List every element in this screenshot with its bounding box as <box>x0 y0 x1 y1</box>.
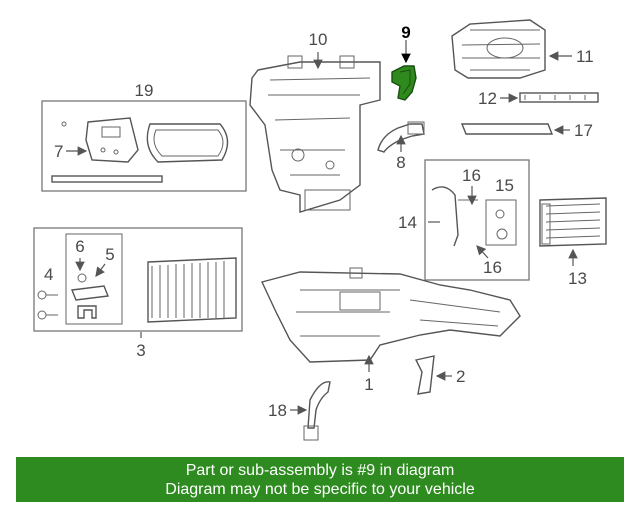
part-13-heater-core[interactable] <box>539 197 607 247</box>
part-2-bracket[interactable] <box>414 355 435 395</box>
group-box-19 <box>41 100 247 192</box>
leader-16b <box>476 245 489 259</box>
part-1-lower-housing[interactable] <box>261 267 521 363</box>
banner-line-1: Part or sub-assembly is #9 in diagram <box>185 461 455 479</box>
part-12-filter[interactable] <box>519 92 599 103</box>
label-19: 19 <box>135 81 154 100</box>
part-11-blower[interactable] <box>451 19 546 79</box>
label-1: 1 <box>364 375 373 394</box>
label-8: 8 <box>396 153 405 172</box>
label-13: 13 <box>568 269 587 288</box>
label-3: 3 <box>136 341 145 360</box>
label-4: 4 <box>44 265 53 284</box>
banner-line-2: Diagram may not be specific to your vehi… <box>165 480 475 498</box>
label-7: 7 <box>54 142 63 161</box>
group-box-3 <box>33 227 243 332</box>
label-15: 15 <box>495 176 514 195</box>
leader-5 <box>95 263 106 277</box>
label-10: 10 <box>309 30 328 49</box>
label-18: 18 <box>268 401 287 420</box>
part-10-housing[interactable] <box>249 55 381 213</box>
label-9: 9 <box>401 23 410 42</box>
part-18-sensor[interactable] <box>303 381 331 441</box>
label-12: 12 <box>478 89 497 108</box>
label-2: 2 <box>456 367 465 386</box>
label-6: 6 <box>75 237 84 256</box>
info-banner: Part or sub-assembly is #9 in diagram Di… <box>16 457 624 502</box>
label-17: 17 <box>574 121 593 140</box>
label-14: 14 <box>398 213 417 232</box>
label-5: 5 <box>105 245 114 264</box>
part-9-actuator[interactable] <box>391 65 417 101</box>
label-16a: 16 <box>462 166 481 185</box>
label-16b: 16 <box>483 258 502 277</box>
group-box-14 <box>424 159 530 281</box>
part-17-seal[interactable] <box>460 123 554 135</box>
label-11: 11 <box>576 47 594 66</box>
